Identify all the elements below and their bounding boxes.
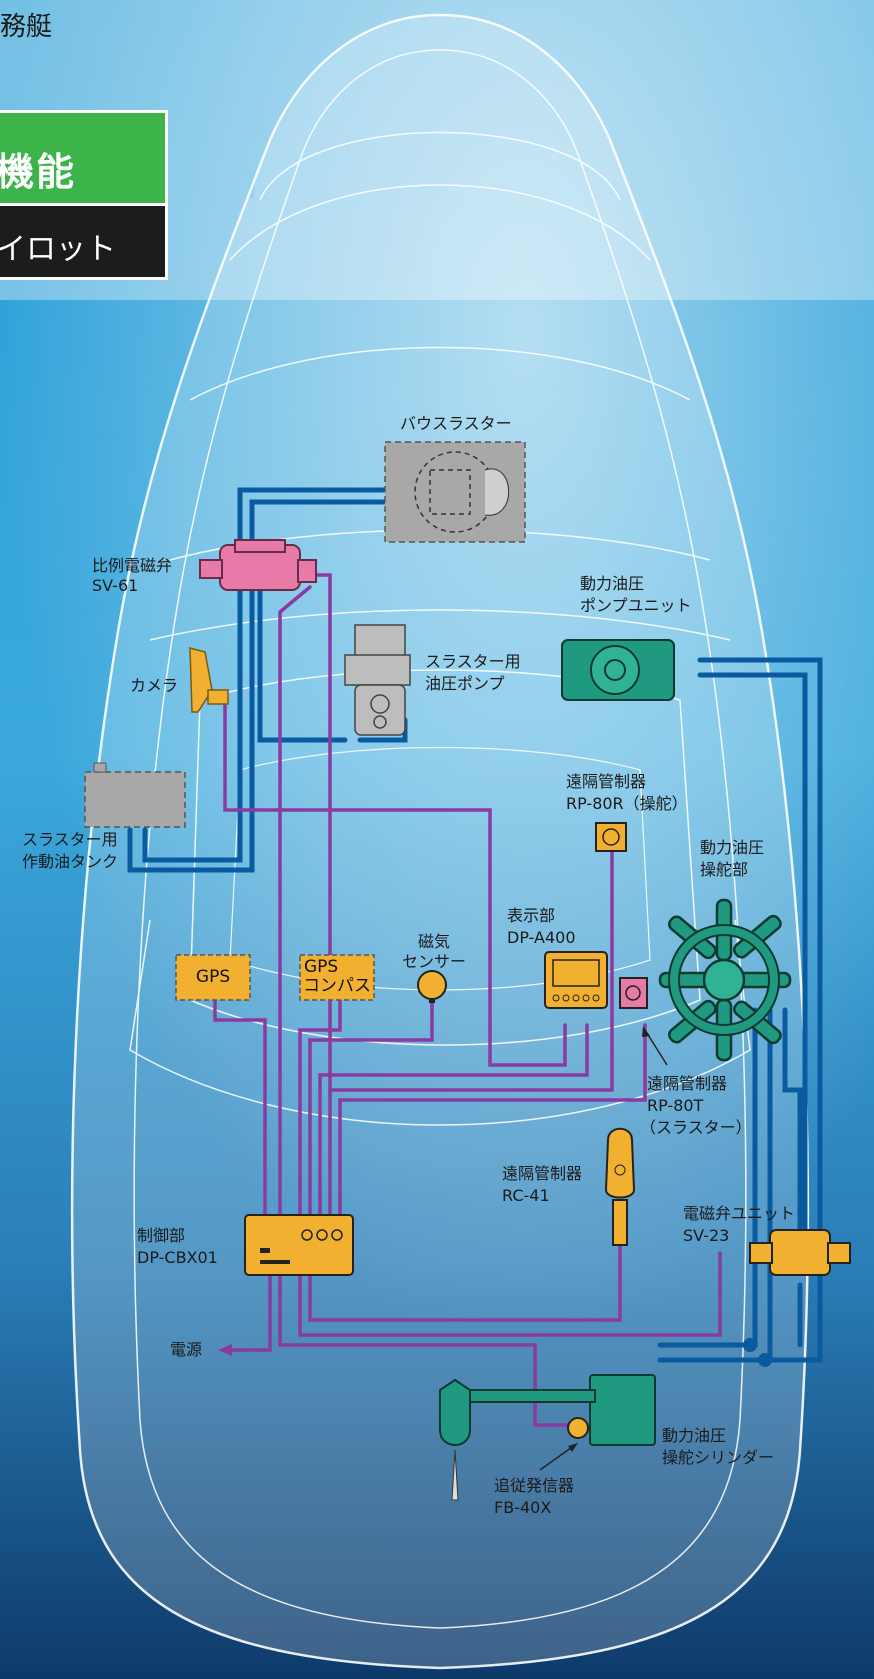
label-gps-compass-2: コンパス [303,976,371,996]
gps-compass-box [299,954,375,1001]
top-title-text: 務艇 [0,12,53,42]
label-sv23-2: SV-23 [683,1226,730,1245]
steering-cylinder [439,1374,656,1501]
label-controller-1: 制御部 [137,1226,186,1245]
label-fb40x-1: 追従発信器 [494,1476,575,1495]
label-gps-compass-1: GPS [304,957,339,977]
sv-23-valve [749,1229,851,1276]
bow-thruster [384,441,526,543]
autopilot-header-text: イロット [0,232,116,267]
label-camera: カメラ [130,676,179,695]
label-bow-thruster: バウスラスター [400,414,512,433]
label-steering-1: 動力油圧 [700,838,765,857]
label-rp80t-2: RP-80T [647,1096,704,1115]
power-pump-unit [561,639,675,701]
label-steering-2: 操舵部 [700,860,749,879]
label-oil-tank-2: 作動油タンク [22,852,119,871]
label-rp80r-2: RP-80R（操舵） [566,794,688,813]
label-rp80t-1: 遠隔管制器 [647,1074,728,1093]
label-rp80r-1: 遠隔管制器 [566,772,647,791]
controller-unit [244,1214,354,1276]
thruster-pump [344,624,411,736]
rp-80t-device [619,977,648,1009]
rc-41-device [604,1127,636,1246]
label-valve-model: SV-61 [92,576,139,595]
label-rc41-1: 遠隔管制器 [502,1164,583,1183]
signal-lines [213,573,722,1427]
label-display-1: 表示部 [507,906,556,925]
rp-80r-device [595,822,627,852]
label-oil-tank-1: スラスター用 [22,830,118,849]
label-display-2: DP-A400 [507,928,576,947]
label-valve-name: 比例電磁弁 [92,556,173,575]
proportional-valve [199,539,317,591]
hydraulic-junctions [743,1338,772,1367]
gps-box [175,954,251,1001]
label-power-unit-1: 動力油圧 [580,574,645,593]
steering-wheel [658,898,792,1062]
label-rp80t-3: （スラスター） [640,1118,752,1137]
label-thruster-pump-2: 油圧ポンプ [425,674,505,693]
label-cylinder-2: 操舵シリンダー [662,1448,775,1467]
label-fb40x-2: FB-40X [494,1498,552,1517]
label-magnetic-2: センサー [402,952,467,971]
camera [189,647,229,713]
label-magnetic-1: 磁気 [418,932,451,951]
feature-header-text: 機能 [0,150,77,194]
magnetic-sensor [417,970,447,1003]
label-power-unit-2: ポンプユニット [580,596,692,615]
label-sv23-1: 電磁弁ユニット [683,1204,796,1223]
label-controller-2: DP-CBX01 [137,1248,218,1267]
oil-tank [84,762,186,828]
label-rc41-2: RC-41 [502,1186,550,1205]
label-gps: GPS [195,967,231,987]
label-power-source: 電源 [170,1340,203,1359]
label-cylinder-1: 動力油圧 [662,1426,727,1445]
feature-header: 機能 [0,110,168,206]
label-thruster-pump-1: スラスター用 [425,652,521,671]
autopilot-header: イロット [0,206,168,280]
display-unit [544,951,608,1009]
